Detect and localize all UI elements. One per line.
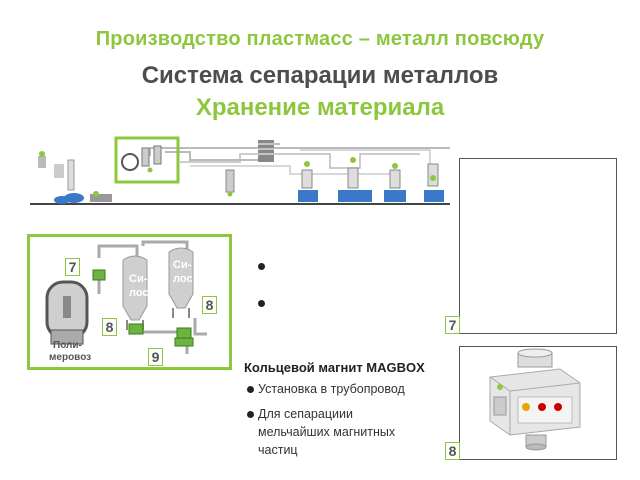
header-line1: Производство пластмасс – металл повсюду bbox=[95, 28, 545, 50]
truck-label: Поли- bbox=[53, 340, 82, 351]
product-panel-bottom bbox=[459, 346, 617, 460]
page-subtitle: Хранение материала bbox=[195, 94, 445, 121]
product-title: Кольцевой магнит MAGBOX bbox=[244, 360, 425, 375]
desc-bullet-2 bbox=[247, 411, 254, 418]
bullet-2 bbox=[258, 300, 265, 307]
bullet-1 bbox=[258, 263, 265, 270]
page-title: Система сепарации металлов bbox=[141, 62, 499, 89]
svg-text:лос: лос bbox=[129, 287, 149, 299]
svg-text:лос: лос bbox=[173, 273, 193, 285]
desc-item-1: Установка в трубопровод bbox=[258, 382, 405, 396]
svg-text:меровоз: меровоз bbox=[49, 352, 91, 363]
storage-detail-diagram: Си- лос Си- лос Поли- меровоз bbox=[27, 234, 232, 370]
marker-8-left: 8 bbox=[102, 318, 117, 336]
panel-bottom-marker: 8 bbox=[445, 442, 460, 460]
marker-7: 7 bbox=[65, 258, 80, 276]
silo-right-label: Си- bbox=[173, 259, 192, 271]
magbox-product-image bbox=[489, 348, 581, 451]
product-panel-top bbox=[459, 158, 617, 334]
process-overview-diagram bbox=[30, 136, 450, 205]
panel-top-marker: 7 bbox=[445, 316, 460, 334]
desc-bullet-1 bbox=[247, 386, 254, 393]
marker-8-right: 8 bbox=[202, 296, 217, 314]
desc-item-2: Для сепарациии мельчайших магнитных част… bbox=[258, 407, 396, 457]
silo-left-label: Си- bbox=[129, 273, 148, 285]
marker-9: 9 bbox=[148, 348, 163, 366]
